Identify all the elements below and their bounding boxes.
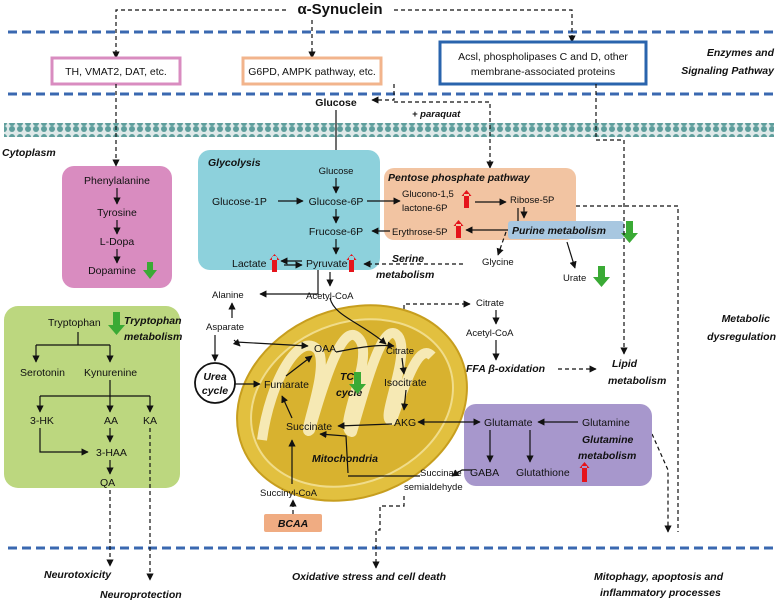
asparate: Asparate: [206, 322, 244, 333]
glucose-top: Glucose: [315, 97, 357, 109]
glycine: Glycine: [482, 257, 514, 268]
alanine: Alanine: [212, 290, 244, 301]
aa: AA: [104, 415, 118, 427]
trp-title-1: Tryptophan: [124, 315, 182, 327]
bcaa: BCAA: [278, 518, 308, 530]
urea-line2: cycle: [202, 385, 228, 397]
glutamine-panel: [464, 404, 652, 486]
l-dopa: L-Dopa: [100, 236, 135, 248]
mitophagy-line2: inflammatory processes: [600, 587, 721, 599]
neurotoxicity: Neurotoxicity: [44, 569, 112, 581]
glucose-6p: Glucose-6P: [309, 196, 364, 208]
glucose-inner: Glucose: [319, 166, 354, 177]
gaba: GABA: [470, 467, 499, 479]
serotonin: Serotonin: [20, 367, 65, 379]
metabolic-line1: Metabolic: [722, 313, 771, 325]
gln-title-2: metabolism: [578, 450, 636, 462]
lactate-up-arrow: [269, 254, 280, 272]
glucono-up-arrow: [461, 190, 472, 208]
ka: KA: [143, 415, 157, 427]
dopamine-down-arrow: [143, 262, 157, 279]
erythrose-5p: Erythrose-5P: [392, 227, 447, 238]
glycolysis-title: Glycolysis: [208, 157, 261, 169]
ffa-oxidation: FFA β-oxidation: [466, 363, 545, 375]
pyruvate: Pyruvate: [306, 258, 348, 270]
akg: AKG: [394, 417, 416, 429]
cell-membrane: [4, 123, 774, 137]
box-g6pd: [241, 56, 383, 86]
mitophagy-line1: Mitophagy, apoptosis and: [594, 571, 724, 583]
bcaa-box: [264, 514, 322, 532]
fructose-6p: Frucose-6P: [309, 226, 363, 238]
glutathione: Glutathione: [516, 467, 570, 479]
succinyl-coa: Succinyl-CoA: [260, 488, 318, 499]
trp-title-2: metabolism: [124, 331, 182, 343]
serine-line2: metabolism: [376, 269, 434, 281]
citrate-top: Citrate: [476, 298, 504, 309]
ppp-title: Pentose phosphate pathway: [388, 172, 531, 184]
metabolic-line2: dysregulation: [707, 331, 776, 343]
ssa-line1: Succinate: [420, 468, 462, 479]
ribose-5p: Ribose-5P: [510, 195, 554, 206]
acetyl-coa-right: Acetyl-CoA: [466, 328, 514, 339]
tyrosine: Tyrosine: [97, 207, 137, 219]
3-hk: 3-HK: [30, 415, 54, 427]
box-acsl-line2: membrane-associated proteins: [471, 66, 615, 78]
glycolysis-panel: [198, 150, 380, 270]
glutamate: Glutamate: [484, 417, 533, 429]
lipid-line2: metabolism: [608, 375, 666, 387]
box-th-label: TH, VMAT2, DAT, etc.: [65, 66, 167, 78]
ssa-line2: semialdehyde: [404, 482, 463, 493]
citrate-tca: Citrate: [386, 346, 414, 357]
urea-line1: Urea: [203, 371, 227, 383]
phenylalanine: Phenylalanine: [84, 175, 150, 187]
metabolic-line: [576, 205, 679, 532]
purine-metabolism: Purine metabolism: [512, 225, 606, 237]
urea-cycle-circle: [194, 362, 236, 404]
tryptophan-panel: [4, 306, 180, 488]
acetyl-coa-mid: Acetyl-CoA: [306, 291, 354, 302]
box-g6pd-label: G6PD, AMPK pathway, etc.: [248, 66, 376, 78]
glucono-line2: lactone-6P: [402, 203, 447, 214]
cytoplasm-label: Cytoplasm: [2, 147, 56, 159]
purine-box: [508, 221, 624, 239]
glutathione-up-arrow: [579, 462, 590, 482]
purine-down-arrow: [621, 221, 638, 243]
qa: QA: [100, 477, 115, 489]
serine-line1: Serine: [392, 253, 424, 265]
paraquat-label: + paraquat: [412, 109, 461, 120]
gln-title-1: Glutamine: [582, 434, 634, 446]
dopamine: Dopamine: [88, 265, 136, 277]
tryptophan-down-arrow: [108, 312, 125, 335]
lactate: Lactate: [232, 258, 267, 270]
mitochondria-label: Mitochondria: [312, 453, 378, 465]
glucose-1p: Glucose-1P: [212, 196, 267, 208]
oxidative-stress: Oxidative stress and cell death: [292, 571, 446, 583]
alpha-synuclein-title: α-Synuclein: [297, 1, 382, 18]
fumarate: Fumarate: [264, 379, 309, 391]
lipid-line1: Lipid: [612, 358, 638, 370]
neuroprotection: Neuroprotection: [100, 589, 182, 601]
erythrose-up-arrow: [453, 220, 464, 238]
pyruvate-up-arrow: [346, 254, 357, 272]
urate-down-arrow: [593, 266, 610, 287]
3-haa: 3-HAA: [96, 447, 127, 459]
oaa: OAA: [314, 343, 336, 355]
enzymes-label-1: Enzymes and: [707, 47, 775, 59]
box-acsl-line1: Acsl, phospholipases C and D, other: [458, 51, 628, 63]
enzymes-label-2: Signaling Pathway: [681, 65, 775, 77]
box-acsl: [438, 40, 648, 86]
urate: Urate: [563, 273, 586, 284]
glucono-line1: Glucono-1,5: [402, 189, 454, 200]
kynurenine: Kynurenine: [84, 367, 137, 379]
tryptophan: Tryptophan: [48, 317, 101, 329]
tca-down-arrow: [349, 372, 366, 394]
succinate: Succinate: [286, 421, 332, 433]
isocitrate: Isocitrate: [384, 377, 427, 389]
glutamine: Glutamine: [582, 417, 630, 429]
